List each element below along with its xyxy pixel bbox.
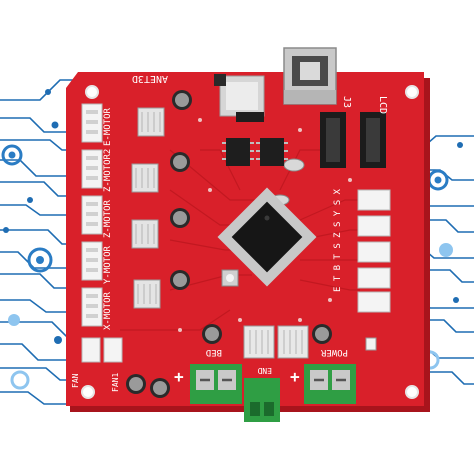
bed-plus-sign: + <box>174 367 184 386</box>
small-ic-chips <box>226 112 284 166</box>
crystal-oscillator <box>283 158 305 172</box>
circuit-background-left-nodes <box>1 89 62 390</box>
motor-z-label: Z-MOTOR <box>103 199 113 238</box>
bed-terminal <box>190 364 242 404</box>
lcd-header <box>360 112 386 168</box>
sd-card-slot <box>214 74 265 117</box>
lcd-label: LCD <box>377 96 388 114</box>
board-name-label: ANET3D <box>132 73 168 84</box>
stepper-drivers <box>131 107 165 309</box>
motor-z2-label: Z-MOTOR2 <box>103 149 113 192</box>
j3-header <box>320 112 346 168</box>
reset-button <box>221 269 239 287</box>
fan-label: FAN <box>71 373 80 388</box>
power-plus-sign: + <box>290 367 300 386</box>
j3-label: J3 <box>341 96 352 108</box>
end-terminal <box>244 378 280 422</box>
power-terminal <box>304 364 356 404</box>
mounting-holes <box>81 85 419 399</box>
bed-label: BED <box>206 347 222 357</box>
power-label: POWER <box>320 347 348 357</box>
motor-y-label: Y-MOTOR <box>103 245 113 284</box>
power-led <box>365 337 377 351</box>
motor-x-label: X-MOTOR <box>103 291 113 330</box>
usb-b-connector <box>283 47 337 105</box>
electrolytic-capacitors <box>126 90 332 398</box>
endstops-label: E T B T S Z S Y S X <box>333 188 343 292</box>
fan-connectors <box>81 337 123 363</box>
fan1-label: FAN1 <box>111 373 120 392</box>
mosfet-heatsinks <box>243 325 309 359</box>
motor-e-label: E-MOTOR <box>103 107 113 146</box>
end-label: END <box>257 366 272 375</box>
endstop-connectors <box>357 189 391 313</box>
